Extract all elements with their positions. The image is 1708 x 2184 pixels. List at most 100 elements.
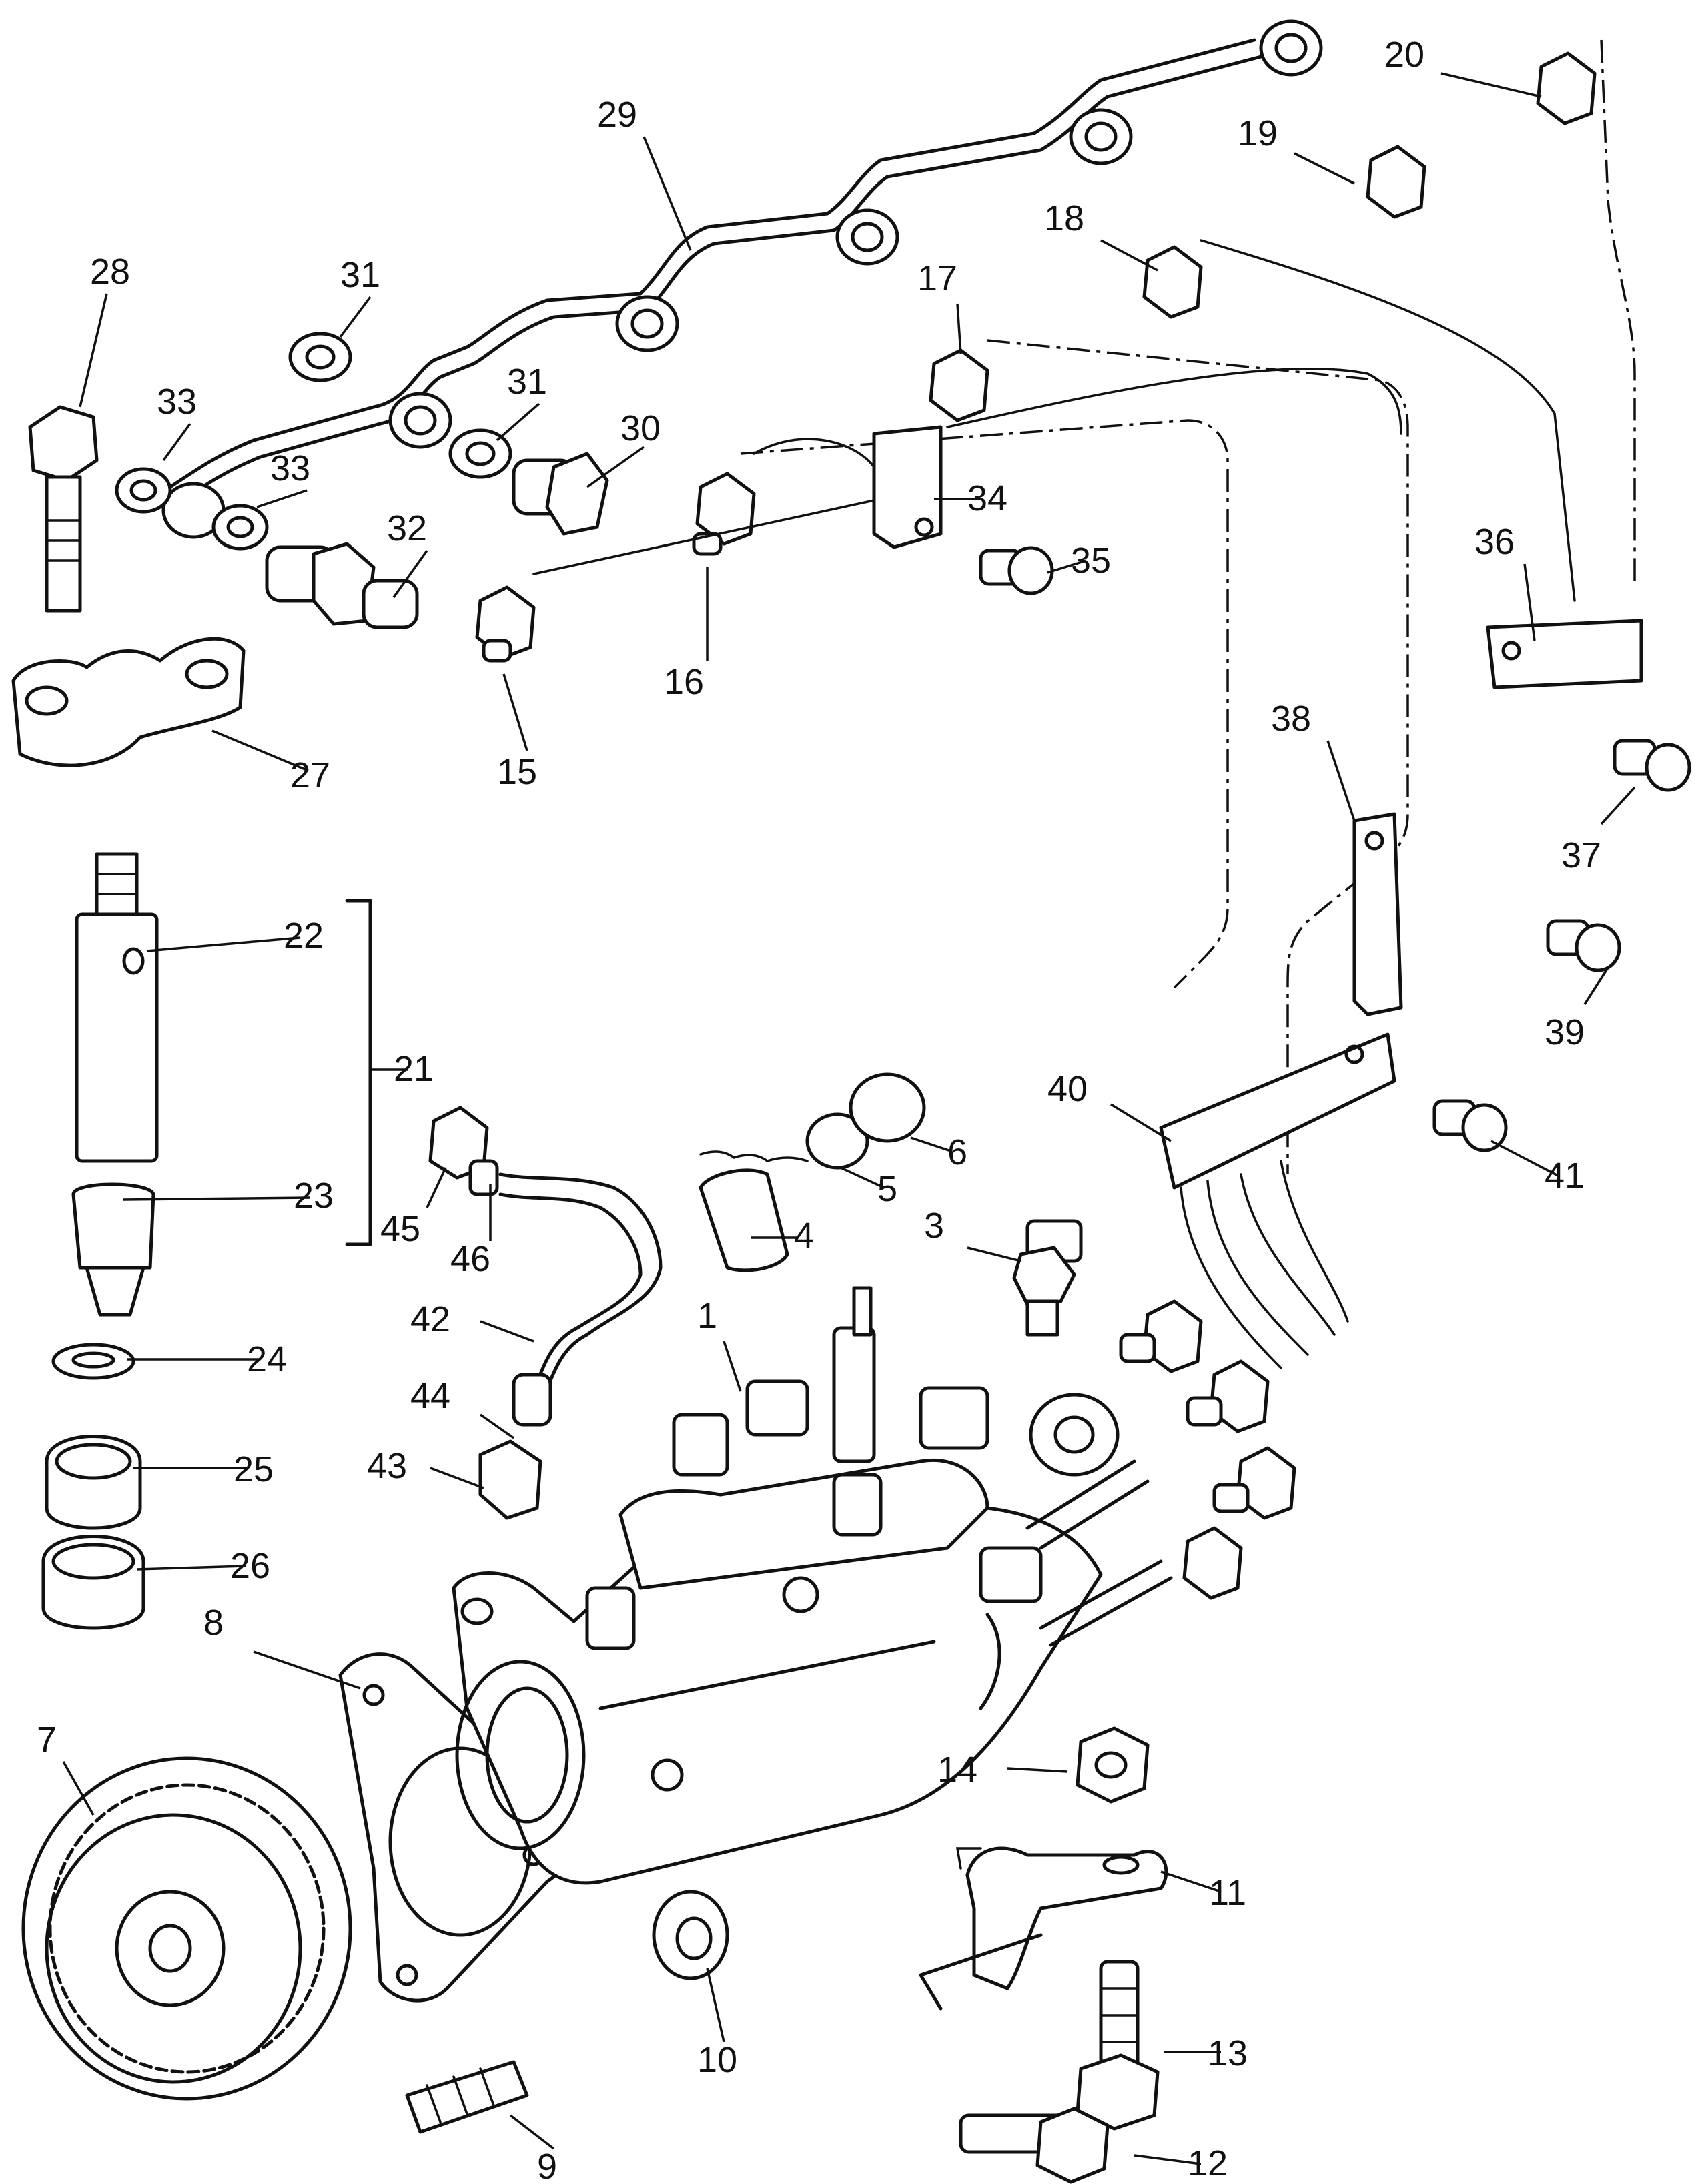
- leader-line-29: [643, 136, 692, 251]
- flange-nut-10: [652, 1890, 729, 1980]
- leader-line-7: [62, 1761, 95, 1816]
- callout-4: 4: [794, 1216, 814, 1256]
- callout-41: 41: [1545, 1156, 1585, 1196]
- leader-line-33: [256, 489, 308, 508]
- leader-line-19: [1294, 152, 1355, 185]
- callout-40: 40: [1047, 1069, 1088, 1109]
- callout-31: 31: [507, 362, 547, 402]
- callout-25: 25: [234, 1449, 274, 1489]
- injection-nozzle-21: [71, 852, 372, 1317]
- callout-33: 33: [157, 382, 197, 422]
- injection-pump-body: [452, 1459, 1103, 1885]
- callout-33: 33: [270, 448, 310, 488]
- leader-line-17: [956, 303, 962, 354]
- callout-11: 11: [1209, 1873, 1246, 1913]
- callout-34: 34: [967, 478, 1007, 518]
- leader-line-40: [1110, 1103, 1172, 1142]
- leader-line-42: [480, 1320, 534, 1343]
- callout-10: 10: [697, 2040, 737, 2080]
- leader-line-5: [840, 1166, 885, 1189]
- solenoid-switch-3: [1012, 1219, 1083, 1337]
- clamp-screws: [979, 546, 1691, 1152]
- leader-line-12: [1134, 2154, 1202, 2165]
- callout-17: 17: [917, 258, 957, 298]
- callout-32: 32: [387, 508, 427, 549]
- pipe-routing-lines: [532, 39, 1636, 1174]
- leader-line-28: [79, 293, 108, 408]
- callout-30: 30: [620, 408, 661, 448]
- callout-21: 21: [394, 1049, 434, 1089]
- callout-43: 43: [367, 1446, 407, 1486]
- callout-29: 29: [597, 95, 637, 135]
- cap-and-seal: [699, 1072, 926, 1272]
- leader-line-43: [430, 1467, 484, 1489]
- banjo-bolt-28: [28, 405, 99, 613]
- callout-8: 8: [203, 1603, 224, 1643]
- leader-line-11: [1160, 1870, 1222, 1893]
- fuel-return-line: [428, 1106, 663, 1520]
- leader-line-37: [1600, 786, 1636, 825]
- callout-31: 31: [340, 255, 380, 295]
- pump-top-fittings: [672, 1286, 1173, 1647]
- delivery-valve-holder-32: [265, 542, 419, 629]
- callout-24: 24: [247, 1339, 287, 1379]
- callout-45: 45: [380, 1209, 420, 1249]
- leader-line-39: [1583, 967, 1609, 1005]
- callout-39: 39: [1545, 1012, 1585, 1052]
- callout-46: 46: [450, 1239, 490, 1279]
- pump-drive-gear-7: [21, 1756, 352, 2101]
- callout-35: 35: [1071, 540, 1111, 581]
- leader-line-10: [706, 1968, 725, 2043]
- leader-line-20: [1440, 72, 1542, 98]
- callout-22: 22: [284, 916, 324, 956]
- callout-42: 42: [410, 1299, 450, 1339]
- callout-9: 9: [537, 2147, 557, 2184]
- callout-26: 26: [230, 1546, 270, 1586]
- sealing-washers: [115, 332, 512, 551]
- banjo-bolt-30: [512, 452, 609, 536]
- callout-16: 16: [664, 662, 704, 702]
- leader-line-31: [496, 402, 540, 442]
- callout-12: 12: [1188, 2143, 1228, 2183]
- callout-7: 7: [37, 1720, 57, 1760]
- callout-38: 38: [1271, 699, 1311, 739]
- leader-line-18: [1100, 239, 1158, 272]
- callout-18: 18: [1044, 198, 1084, 238]
- leader-line-14: [1007, 1767, 1068, 1773]
- callout-1: 1: [697, 1296, 717, 1336]
- leader-line-35: [1047, 559, 1087, 574]
- leader-line-8: [253, 1650, 361, 1690]
- callout-36: 36: [1474, 522, 1515, 562]
- leader-line-26: [136, 1565, 246, 1571]
- leader-line-3: [967, 1246, 1021, 1262]
- nozzle-washers: [41, 1343, 145, 1630]
- nozzle-pipe-nuts: [475, 51, 1597, 663]
- leader-line-15: [502, 673, 528, 751]
- callout-6: 6: [947, 1132, 967, 1172]
- leader-line-6: [910, 1136, 951, 1152]
- leader-line-31: [339, 296, 372, 338]
- callout-19: 19: [1238, 113, 1278, 153]
- injection-pipe-assembly: [161, 19, 1323, 539]
- leader-line-32: [392, 549, 428, 599]
- callout-layer: 1345678910111213141516171819202122232425…: [37, 35, 1636, 2184]
- callout-28: 28: [90, 252, 130, 292]
- leader-line-33: [162, 422, 191, 462]
- callout-15: 15: [497, 752, 537, 792]
- callout-44: 44: [410, 1376, 450, 1416]
- leader-line-45: [426, 1167, 447, 1208]
- callout-3: 3: [924, 1206, 944, 1246]
- leader-line-44: [479, 1413, 515, 1439]
- leader-line-30: [586, 446, 645, 488]
- leader-line-23: [123, 1196, 311, 1201]
- leader-line-22: [146, 936, 301, 952]
- callout-23: 23: [294, 1176, 334, 1216]
- callout-14: 14: [937, 1750, 977, 1790]
- callout-20: 20: [1384, 35, 1424, 75]
- stud-9: [405, 2060, 529, 2134]
- pump-bracket-hardware: [919, 1726, 1168, 2184]
- nozzle-clamp-27: [11, 637, 246, 767]
- callout-37: 37: [1561, 835, 1601, 875]
- leader-line-9: [509, 2114, 555, 2150]
- leader-line-27: [211, 729, 309, 772]
